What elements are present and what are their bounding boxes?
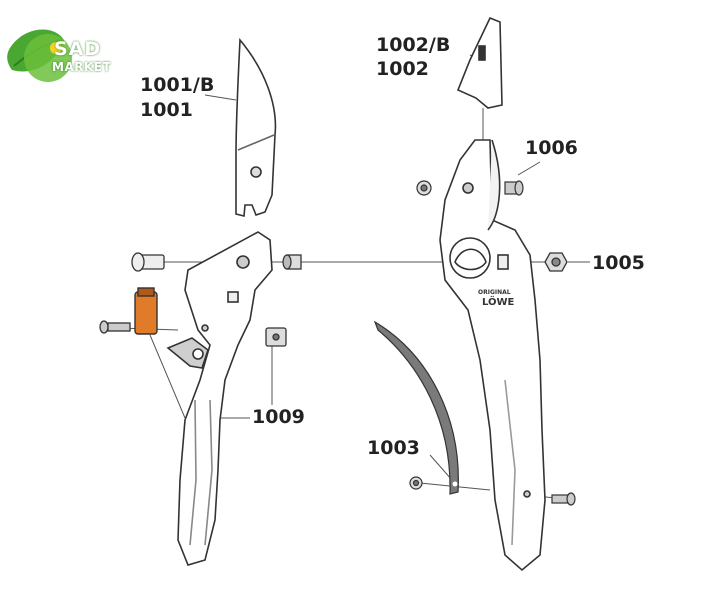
anvil-1002 xyxy=(456,16,503,109)
bushing xyxy=(282,254,302,270)
label-1009: 1009 xyxy=(252,406,305,428)
label-1001: 1001 xyxy=(140,99,193,121)
orange-cap xyxy=(134,287,158,335)
logo: SAD MARKET xyxy=(4,18,116,92)
handle-right xyxy=(439,139,546,572)
screw-1006 xyxy=(504,180,524,196)
blade-1001 xyxy=(235,37,277,218)
brand-line2: LÖWE xyxy=(482,297,515,308)
nut-1006-left xyxy=(416,180,432,196)
logo-icon xyxy=(7,29,72,82)
catch-lever xyxy=(166,337,209,369)
logo-line1: SAD xyxy=(54,38,102,60)
label-1002b: 1002/B xyxy=(376,34,451,56)
screw-left xyxy=(99,320,131,334)
spring-1003 xyxy=(373,320,459,495)
label-1001b: 1001/B xyxy=(140,74,215,96)
label-1005: 1005 xyxy=(592,252,645,274)
brand-line1: ORIGINAL xyxy=(478,289,511,296)
nut-1005 xyxy=(544,252,568,272)
nut-bottom xyxy=(409,476,423,490)
label-1003: 1003 xyxy=(367,437,420,459)
handle-left xyxy=(177,231,273,566)
label-1006: 1006 xyxy=(525,137,578,159)
label-1002: 1002 xyxy=(376,58,429,80)
logo-line2: MARKET xyxy=(52,60,112,74)
screw-bottom-right xyxy=(551,492,576,506)
pivot-bolt xyxy=(131,252,165,272)
square-nut xyxy=(265,327,287,347)
